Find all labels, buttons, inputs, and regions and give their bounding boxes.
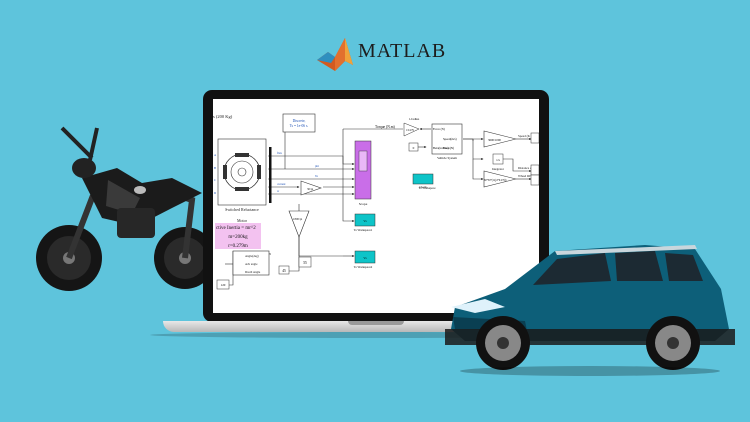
svg-text:Switched Reluctance: Switched Reluctance — [225, 207, 259, 212]
signal-labels: flux phi Te current w — [277, 151, 319, 193]
brand-name: MATLAB — [358, 40, 447, 62]
simulink-diagram: s (200 Kg) Discrete, Ts = 1e-06 s. A B C… — [213, 113, 539, 290]
svg-text:Distance c: Distance c — [518, 166, 532, 170]
svg-text:Integrator: Integrator — [492, 167, 504, 171]
svg-text:45: 45 — [282, 269, 286, 273]
svg-text:w: w — [277, 189, 280, 193]
svg-text:Dwell Angle: Dwell Angle — [245, 270, 261, 274]
svg-text:Vs: Vs — [363, 256, 367, 260]
switched-reluctance-motor-block[interactable]: Switched Reluctance Motor — [217, 138, 267, 223]
svg-text:To Workspace2: To Workspace2 — [354, 265, 373, 269]
inertia-annotation: ctive Inertia = mr^2 m=200kg r=0.279m — [215, 223, 261, 249]
svg-text:0: 0 — [413, 146, 415, 150]
constant-45-block[interactable]: 45 — [278, 265, 290, 275]
to-workspace2-block[interactable]: Vs To Workspace2 — [354, 250, 376, 269]
motorcycle-image — [36, 126, 216, 291]
svg-text:1/s: 1/s — [496, 158, 500, 162]
svg-text:Speed(m/s): Speed(m/s) — [443, 137, 457, 141]
laptop-shadow — [150, 332, 602, 338]
svg-text:Vs: Vs — [363, 219, 367, 223]
svg-text:Ts = 1e-06 s.: Ts = 1e-06 s. — [290, 124, 309, 128]
svg-text:Adv angle: Adv angle — [245, 262, 258, 266]
integrator-block[interactable]: 1/s Integrator — [492, 153, 504, 171]
simulink-canvas[interactable]: s (200 Kg) Discrete, Ts = 1e-06 s. A B C… — [213, 99, 539, 313]
position-synchronization-block[interactable]: Position synchronization Angle(deg) Adv … — [232, 250, 271, 276]
constant-0-block[interactable]: 0 — [408, 142, 419, 152]
svg-text:120: 120 — [221, 283, 226, 287]
svg-text:Speed (K: Speed (K — [518, 134, 531, 138]
svg-text:Force (N): Force (N) — [433, 127, 445, 131]
output-labels: Speed (K Distance c Wheel RPM — [518, 134, 534, 178]
suv-car-image — [445, 245, 735, 376]
svg-text:Force(N): Force(N) — [443, 146, 454, 150]
svg-text:r=0.279m: r=0.279m — [228, 244, 248, 249]
gain-wheel-rpm-block[interactable]: 60*30*(1/(pi*0.279)) — [483, 170, 517, 188]
scope-block[interactable]: Scope — [354, 140, 372, 206]
constant-55-block[interactable]: 55 — [298, 256, 312, 268]
radius-gain-block[interactable]: 1/radius 1/0.279 — [403, 117, 420, 137]
vehicle-system-block[interactable]: Force (N) Beta(incline) Speed(m/s) Force… — [431, 123, 463, 160]
svg-text:60*30*(1/(pi*0.279)): 60*30*(1/(pi*0.279)) — [484, 179, 507, 182]
svg-text:phi: phi — [315, 164, 319, 168]
svg-text:1/radius: 1/radius — [409, 117, 420, 121]
svg-text:1/0.279: 1/0.279 — [406, 129, 415, 132]
svg-text:Vehicle System: Vehicle System — [437, 156, 457, 160]
right-edge-blocks — [530, 132, 539, 186]
svg-text:Scope: Scope — [359, 202, 368, 206]
svg-text:ctive Inertia = mr^2: ctive Inertia = mr^2 — [216, 226, 256, 231]
gain-30-pi-block[interactable]: 30/pi — [300, 180, 322, 196]
gain-1800-pi-block[interactable]: 1800/pi — [288, 210, 310, 238]
svg-text:Te: Te — [315, 174, 319, 178]
svg-text:30/pi: 30/pi — [307, 187, 313, 191]
laptop-base — [163, 321, 589, 332]
svg-text:Motor: Motor — [237, 218, 248, 223]
svg-text:C: C — [214, 178, 216, 182]
torque-label: Torque (N.m) — [375, 125, 396, 129]
constant-120-block[interactable]: 120 — [216, 279, 230, 290]
svg-text:current: current — [277, 182, 286, 186]
to-workspace1-block[interactable]: Vs To Workspace1 — [354, 213, 376, 232]
demux-block[interactable] — [269, 147, 272, 203]
matlab-logo-icon — [317, 38, 353, 71]
powergui-block[interactable]: Discrete, Ts = 1e-06 s. — [282, 113, 316, 133]
svg-text:1800/pi: 1800/pi — [293, 217, 302, 221]
svg-text:Clock: Clock — [419, 185, 427, 189]
svg-text:A: A — [214, 153, 217, 157]
gain-kmh-block[interactable]: 3600/1000 — [483, 130, 517, 148]
svg-text:3600/1000: 3600/1000 — [488, 138, 501, 142]
svg-text:m=200kg: m=200kg — [228, 235, 248, 240]
diagram-title-fragment: s (200 Kg) — [213, 114, 233, 119]
svg-text:Discrete,: Discrete, — [293, 119, 306, 124]
svg-text:55: 55 — [303, 261, 307, 265]
svg-text:To Workspace: To Workspace — [418, 186, 436, 190]
svg-text:Wheel RPM: Wheel RPM — [518, 174, 534, 178]
svg-text:To Workspace1: To Workspace1 — [354, 228, 373, 232]
svg-text:flux: flux — [277, 151, 282, 155]
input-ports: A B C D — [214, 153, 217, 195]
laptop-notch — [348, 321, 404, 325]
svg-text:Beta(incline): Beta(incline) — [433, 146, 449, 150]
svg-text:Angle(deg): Angle(deg) — [245, 254, 259, 258]
svg-text:B: B — [214, 166, 216, 170]
svg-text:D: D — [214, 191, 217, 195]
to-workspace-block[interactable]: To Workspace — [412, 173, 436, 190]
